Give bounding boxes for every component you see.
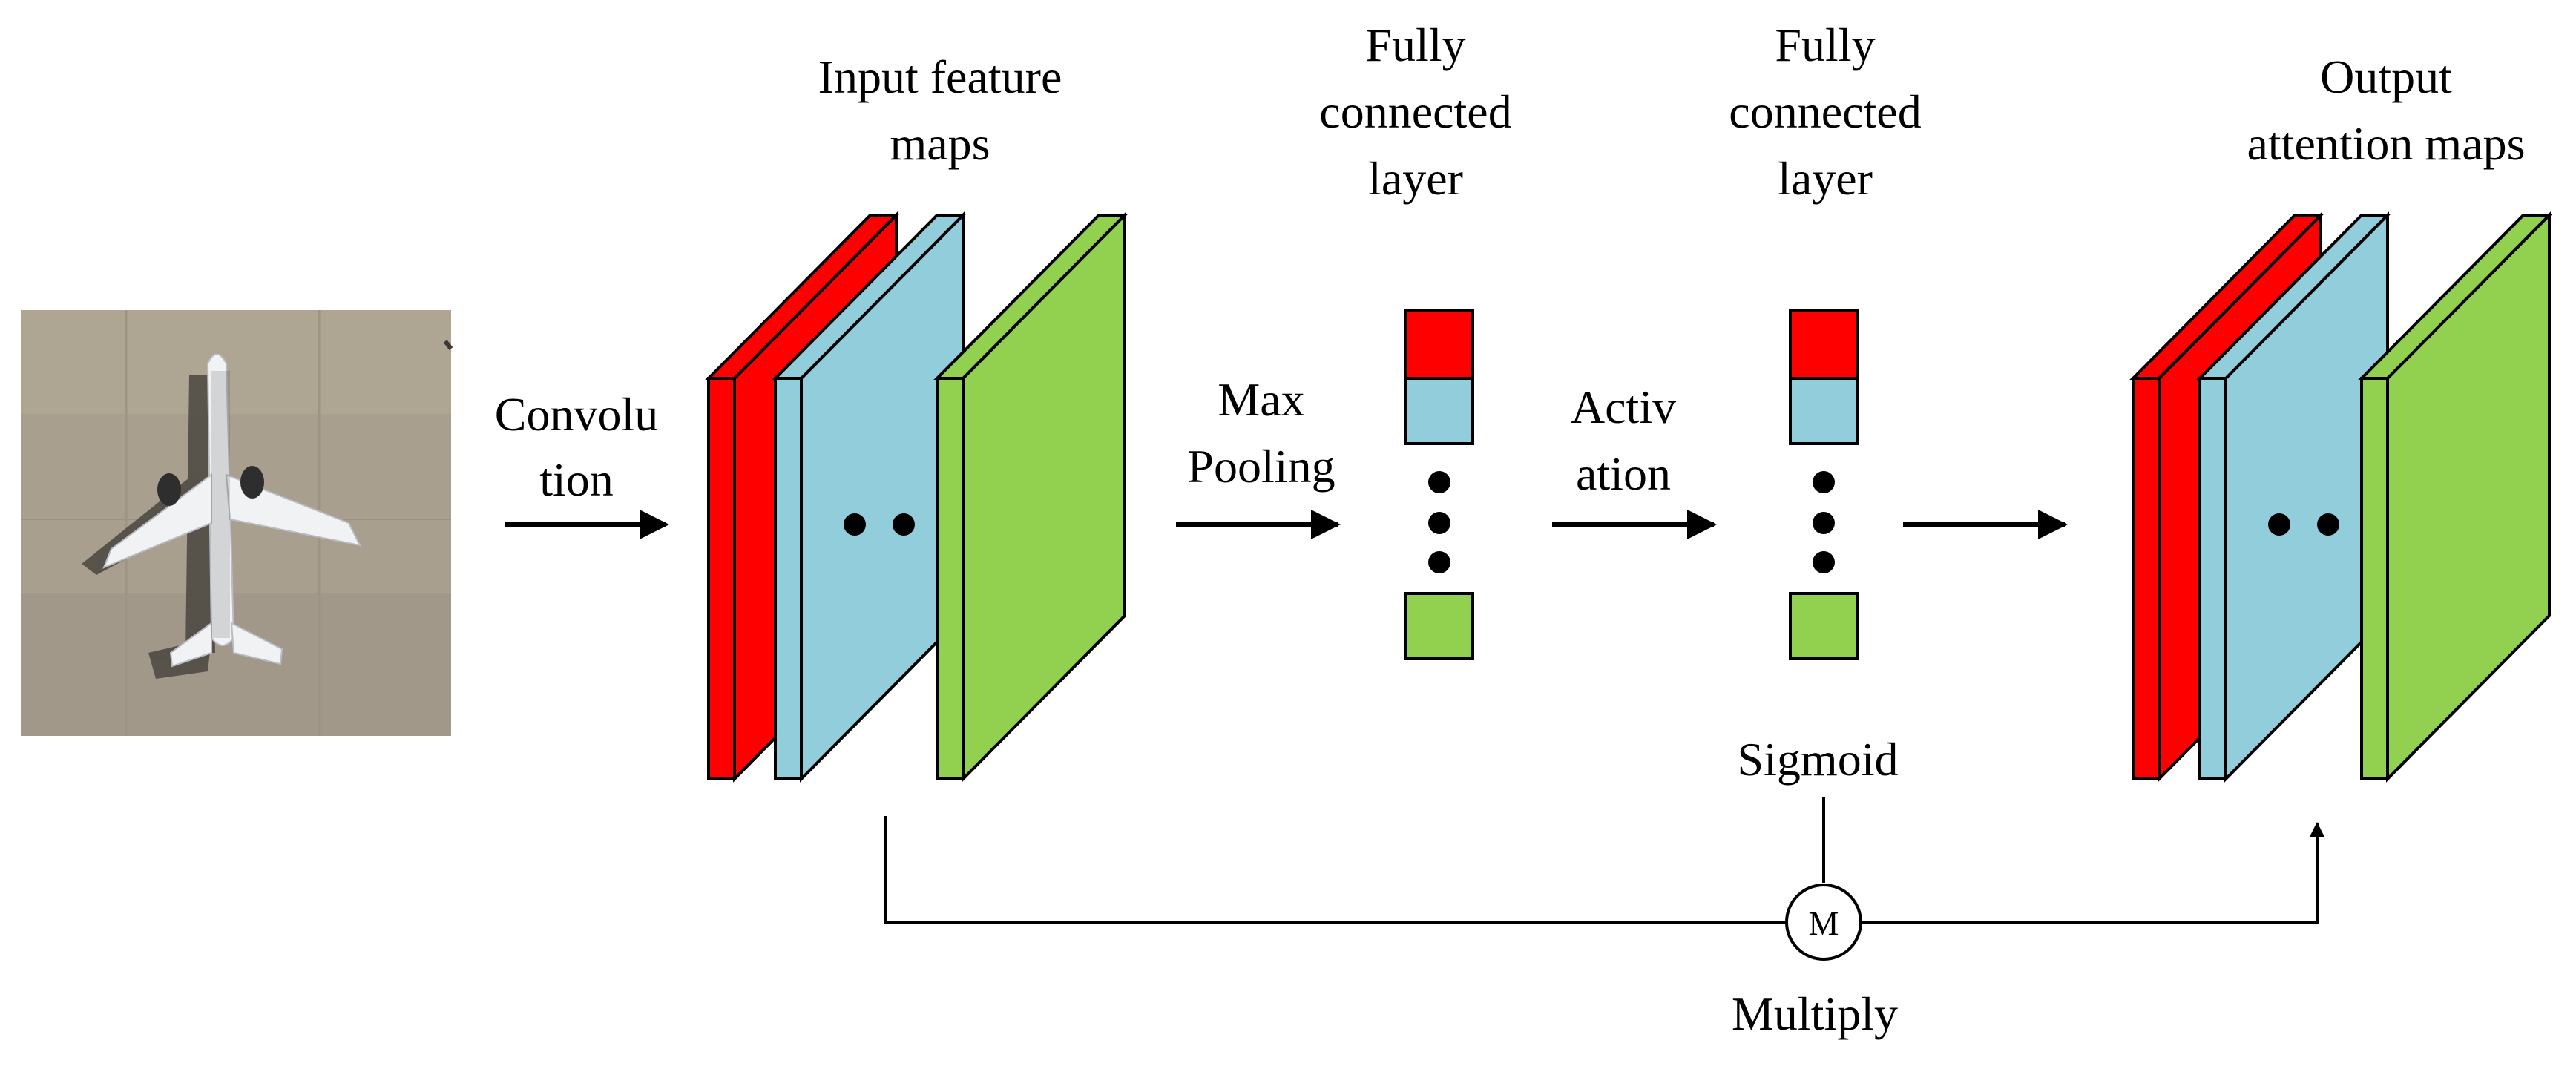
ellipsis-dot [893, 513, 915, 536]
output-attention-maps-label-2: attention maps [2247, 117, 2525, 170]
activation-label-1: Activ [1571, 381, 1676, 433]
skip-connection-arrow-icon [1861, 822, 2324, 924]
input-feature-maps-label-1: Input feature [818, 50, 1062, 103]
fc-layer-1-label-3: layer [1368, 152, 1463, 205]
fc-layer-1-label-1: Fully [1365, 19, 1465, 71]
multiply-circle-icon [1785, 884, 1862, 961]
fc-layer-2-label-3: layer [1778, 152, 1873, 205]
fc-layer-1-label-2: connected [1319, 85, 1511, 138]
ellipsis-dot [1428, 551, 1450, 573]
convolution-label-2: tion [539, 453, 614, 506]
ellipsis-dot [2317, 513, 2339, 536]
output-attention-maps-label-1: Output [2320, 50, 2452, 103]
ellipsis-dot [1813, 512, 1835, 534]
ellipsis-dot [1428, 512, 1450, 534]
ellipsis-dot [1813, 471, 1835, 493]
airplane-image [21, 310, 453, 736]
ellipsis-dot [844, 513, 866, 536]
sigmoid-label: Sigmoid [1738, 733, 1899, 786]
input-feature-maps [705, 211, 1128, 783]
output-attention-maps [2129, 211, 2553, 783]
max-pooling-label-1: Max [1218, 373, 1304, 426]
multiply-symbol: M [1809, 904, 1839, 942]
convolution-label-1: Convolu [495, 388, 658, 441]
fc-layer-2-label-1: Fully [1775, 19, 1875, 71]
multiply-label: Multiply [1732, 987, 1898, 1040]
ellipsis-dot [1428, 471, 1450, 493]
fc-layer-2-label-2: connected [1729, 85, 1921, 138]
ellipsis-dot [2268, 513, 2290, 536]
skip-connection-line [884, 816, 1787, 924]
input-feature-maps-label-2: maps [890, 117, 990, 170]
ellipsis-dot [1813, 551, 1835, 573]
fc-layer-1 [1404, 309, 1474, 660]
max-pooling-label-2: Pooling [1187, 440, 1335, 493]
fc-layer-2 [1789, 309, 1859, 660]
activation-label-2: ation [1576, 447, 1671, 500]
